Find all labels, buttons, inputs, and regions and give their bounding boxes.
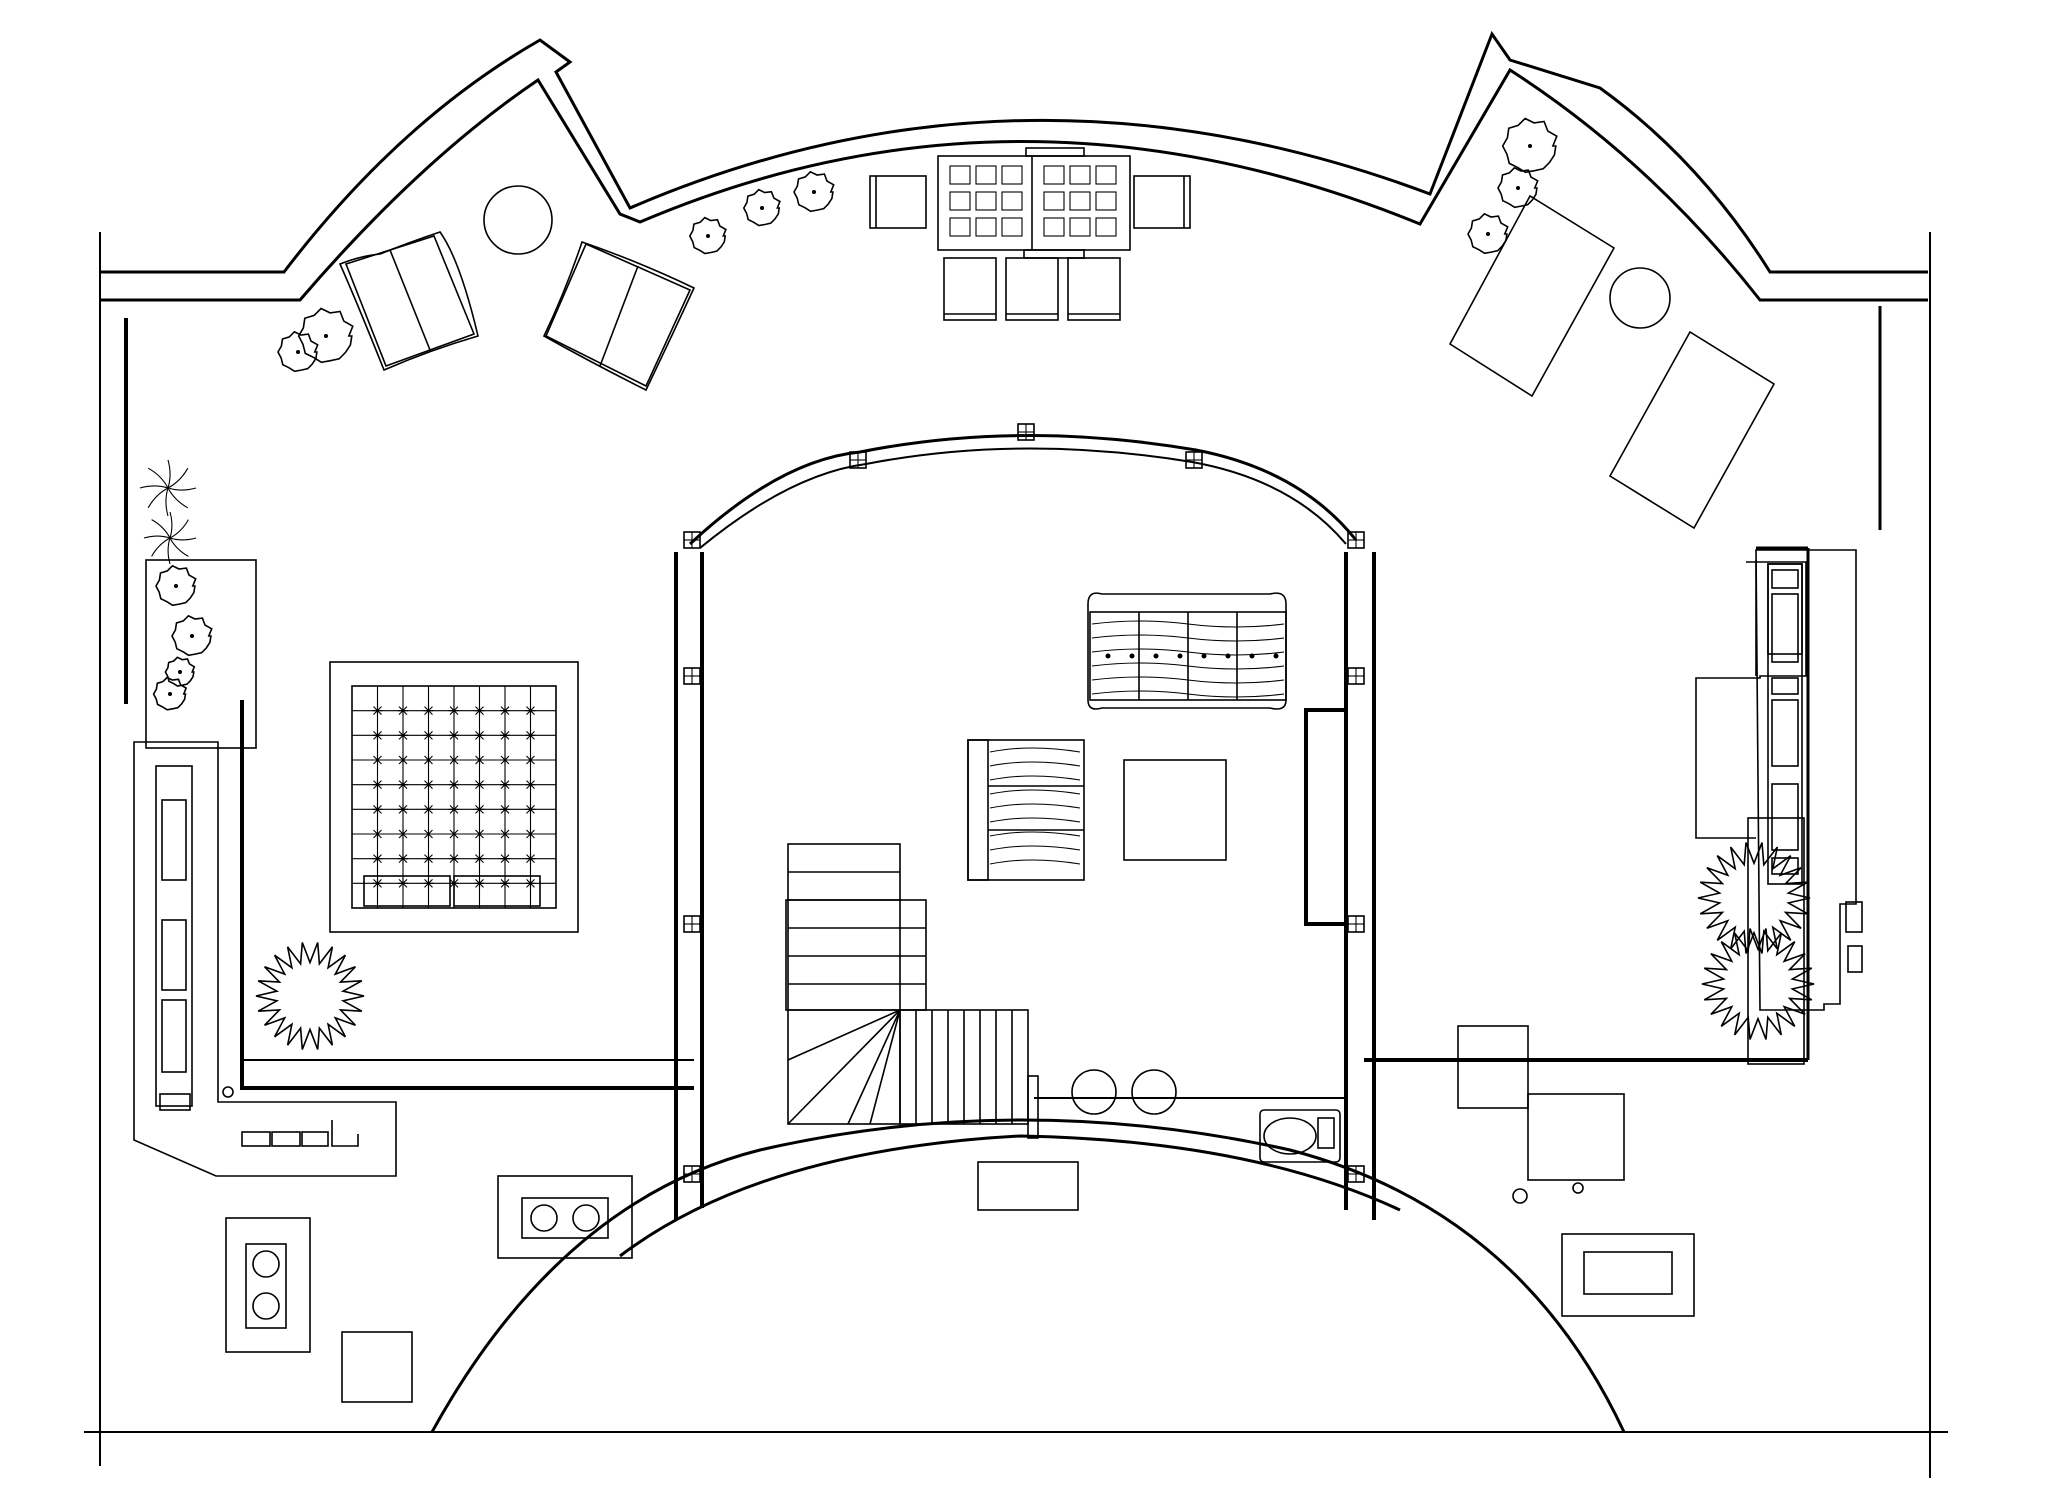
right-wing bbox=[1457, 549, 1863, 1317]
table-icon bbox=[937, 147, 1131, 259]
chair-icon bbox=[869, 175, 1191, 321]
plant-icon bbox=[139, 459, 197, 517]
side-table bbox=[1609, 267, 1671, 329]
stairs-icon bbox=[785, 843, 1029, 1125]
partitions bbox=[240, 546, 1810, 1099]
coffee-table bbox=[1123, 759, 1227, 861]
plant-icon bbox=[1697, 842, 1811, 954]
rug bbox=[329, 661, 579, 933]
sun-lounger-icon bbox=[1448, 194, 1776, 530]
stool bbox=[1071, 1069, 1117, 1115]
cooktop-icon bbox=[1561, 1233, 1695, 1317]
plant-icon bbox=[143, 511, 197, 565]
plant-icon bbox=[688, 216, 727, 255]
living-room bbox=[785, 592, 1341, 1163]
plant-icon bbox=[171, 614, 213, 657]
floor-cushion-icon bbox=[338, 231, 479, 372]
central-room-walls bbox=[674, 423, 1376, 1220]
plant-icon bbox=[277, 330, 319, 373]
right-door-panel bbox=[1304, 708, 1348, 926]
plant-icon bbox=[152, 676, 188, 711]
plant-icon bbox=[1701, 928, 1815, 1040]
plant-icon bbox=[164, 656, 196, 687]
plant-icon bbox=[297, 307, 354, 364]
plants bbox=[139, 117, 1815, 1050]
cooktop-icon bbox=[225, 1217, 311, 1353]
terrace bbox=[338, 147, 1776, 530]
left-wing bbox=[133, 559, 633, 1403]
rug-grid bbox=[352, 686, 556, 908]
kitchen-counter bbox=[133, 741, 397, 1177]
plant-icon bbox=[255, 942, 365, 1050]
planter-box bbox=[145, 559, 257, 749]
column-markers bbox=[683, 423, 1365, 1183]
drawing-frame bbox=[84, 232, 1948, 1478]
side-table bbox=[483, 185, 553, 255]
plant-icon bbox=[742, 188, 781, 227]
plant-icon bbox=[1501, 117, 1558, 174]
sink-icon bbox=[1259, 1109, 1341, 1163]
sofa-icon bbox=[1087, 592, 1287, 710]
plant-icon bbox=[155, 564, 197, 607]
plant-icon bbox=[1467, 212, 1509, 255]
outer-wall bbox=[100, 30, 1928, 704]
armchair-icon bbox=[967, 739, 1085, 881]
cooktop-icon bbox=[497, 1175, 633, 1259]
floor-cushion-icon bbox=[542, 240, 696, 392]
plant-icon bbox=[1497, 166, 1539, 209]
plant-icon bbox=[793, 170, 835, 213]
bottom-arch bbox=[430, 1118, 1626, 1433]
stool bbox=[1131, 1069, 1177, 1115]
